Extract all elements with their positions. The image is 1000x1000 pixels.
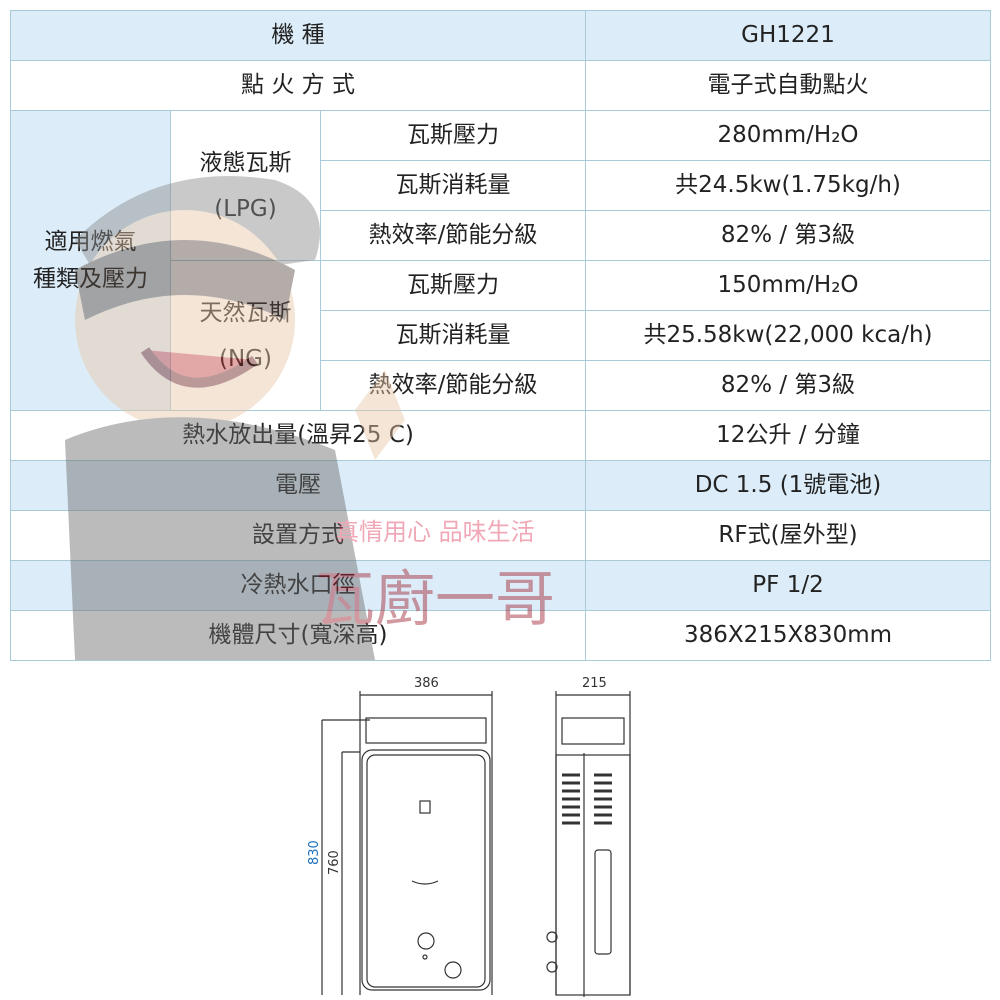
ng-pressure-value: 150mm/H₂O [586,261,991,311]
lpg-consumption-value: 共24.5kw(1.75kg/h) [586,161,991,211]
ng-pressure-label: 瓦斯壓力 [321,261,586,311]
install-label: 設置方式 [11,511,586,561]
lpg-consumption-label: 瓦斯消耗量 [321,161,586,211]
voltage-label: 電壓 [11,461,586,511]
lpg-code: (LPG) [214,195,277,222]
fuel-label-line1: 適用燃氣 [44,228,137,255]
ng-efficiency-value: 82% / 第3級 [586,361,991,411]
ng-code: (NG) [219,345,272,372]
ng-efficiency-label: 熱效率/節能分級 [321,361,586,411]
hot-water-label: 熱水放出量(溫昇25 C) [11,411,586,461]
width-dimension: 386 [414,676,439,691]
install-value: RF式(屋外型) [586,511,991,561]
ignition-value: 電子式自動點火 [586,61,991,111]
voltage-value: DC 1.5 (1號電池) [586,461,991,511]
size-value: 386X215X830mm [586,611,991,661]
ng-consumption-label: 瓦斯消耗量 [321,311,586,361]
height-dimension: 830 [307,840,322,865]
model-value: GH1221 [586,11,991,61]
model-label: 機 種 [11,11,586,61]
fuel-label-line2: 種類及壓力 [33,265,148,292]
lpg-efficiency-label: 熱效率/節能分級 [321,211,586,261]
spec-table: 機 種 GH1221 點 火 方 式 電子式自動點火 適用燃氣 種類及壓力 液態… [10,10,991,661]
hot-water-value: 12公升 / 分鐘 [586,411,991,461]
ng-name: 天然瓦斯 [199,299,292,326]
pipe-value: PF 1/2 [586,561,991,611]
ng-consumption-value: 共25.58kw(22,000 kca/h) [586,311,991,361]
depth-dimension: 215 [582,676,607,691]
lpg-pressure-label: 瓦斯壓力 [321,111,586,161]
pipe-label: 冷熱水口徑 [11,561,586,611]
ng-label: 天然瓦斯 (NG) [171,261,321,411]
lpg-label: 液態瓦斯 (LPG) [171,111,321,261]
lpg-name: 液態瓦斯 [199,149,292,176]
size-label: 機體尺寸(寬深高) [11,611,586,661]
dimension-diagram: 386 215 830 760 [307,676,631,997]
ignition-label: 點 火 方 式 [11,61,586,111]
body-height-dimension: 760 [327,850,342,875]
lpg-pressure-value: 280mm/H₂O [586,111,991,161]
fuel-label: 適用燃氣 種類及壓力 [11,111,171,411]
lpg-efficiency-value: 82% / 第3級 [586,211,991,261]
